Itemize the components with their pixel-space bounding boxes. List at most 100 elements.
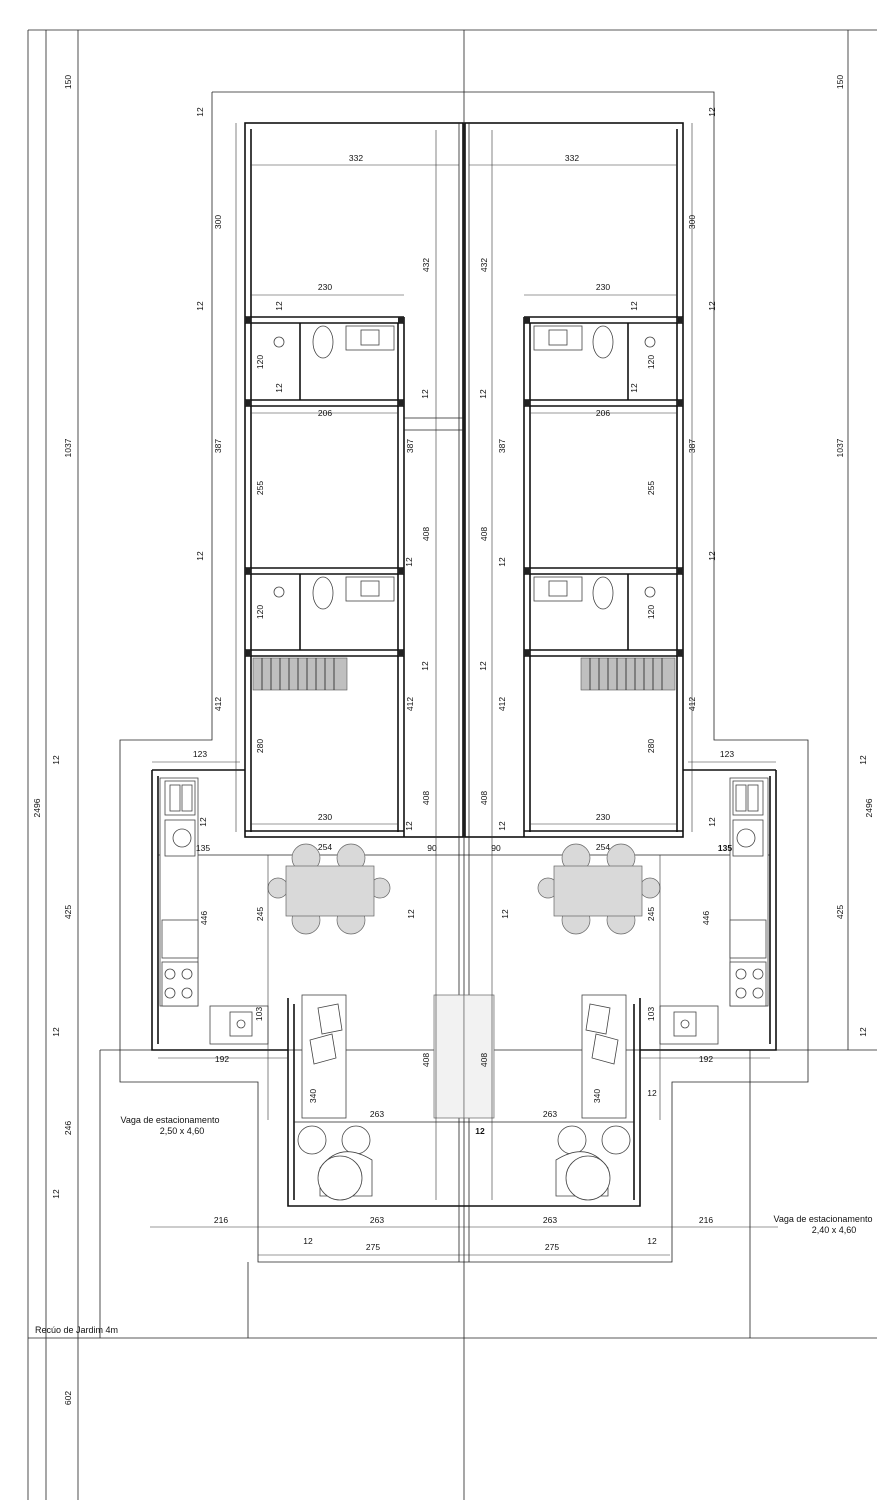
dim-432-right: 432: [479, 258, 489, 272]
setback-label: Recúo de Jardim 4m: [35, 1325, 118, 1335]
dim-120-a: 120: [255, 355, 265, 369]
dim-192-left: 192: [215, 1054, 229, 1064]
dim-123-right: 123: [720, 749, 734, 759]
dim-340-right: 340: [592, 1089, 602, 1103]
dim-12-j: 12: [707, 301, 717, 311]
dim-12-l: 12: [274, 301, 284, 311]
dim-150-left: 150: [63, 75, 73, 89]
parking-right-title: Vaga de estacionamento: [774, 1214, 873, 1224]
dim-135-left: 135: [196, 843, 210, 853]
dim-280-left: 280: [255, 739, 265, 753]
dim-412-d: 412: [687, 697, 697, 711]
parking-right-size: 2,40 x 4,60: [812, 1225, 857, 1235]
dim-12-ae: 12: [647, 1236, 657, 1246]
dim-332-right: 332: [565, 153, 579, 163]
dim-120-c: 120: [255, 605, 265, 619]
dim-135-right: 135: [718, 843, 732, 853]
dim-387-d: 387: [687, 439, 697, 453]
dim-12-c: 12: [51, 1189, 61, 1199]
dim-12-f: 12: [195, 107, 205, 117]
dim-408-e: 408: [421, 1053, 431, 1067]
left-dining-table: [267, 843, 391, 935]
dim-90-left: 90: [427, 843, 437, 853]
dim-216-right: 216: [699, 1215, 713, 1225]
dim-90-right: 90: [491, 843, 501, 853]
dim-12-v: 12: [198, 817, 208, 827]
dimension-lines: [150, 123, 778, 1256]
dim-425-left: 425: [63, 905, 73, 919]
dim-12-i: 12: [707, 107, 717, 117]
dim-602: 602: [63, 1391, 73, 1405]
parking-left-title: Vaga de estacionamento: [121, 1115, 220, 1125]
parking-left-size: 2,50 x 4,60: [160, 1126, 205, 1136]
right-staircase: [580, 657, 676, 691]
dim-12-o: 12: [629, 383, 639, 393]
dim-412-b: 412: [405, 697, 415, 711]
right-unit-walls: [464, 122, 684, 838]
dim-387-c: 387: [497, 439, 507, 453]
dim-230-upper-right: 230: [596, 282, 610, 292]
dim-280-right: 280: [646, 739, 656, 753]
dim-412-a: 412: [213, 697, 223, 711]
dim-408-b: 408: [479, 527, 489, 541]
right-dining-table: [537, 843, 661, 935]
dim-12-z: 12: [406, 909, 416, 919]
dim-332-left: 332: [349, 153, 363, 163]
dim-300-right: 300: [687, 215, 697, 229]
dim-263-c: 263: [370, 1215, 384, 1225]
dim-120-d: 120: [646, 605, 656, 619]
dim-12-a: 12: [51, 755, 61, 765]
dim-103-right: 103: [646, 1007, 656, 1021]
dim-245-right: 245: [646, 907, 656, 921]
dim-206-left: 206: [318, 408, 332, 418]
dim-150-right: 150: [835, 75, 845, 89]
dim-254-left: 254: [318, 842, 332, 852]
dim-230-lower-right: 230: [596, 812, 610, 822]
dim-263-d: 263: [543, 1215, 557, 1225]
dim-263-b: 263: [543, 1109, 557, 1119]
dim-12-ad: 12: [303, 1236, 313, 1246]
dim-12-b: 12: [51, 1027, 61, 1037]
dim-12-g: 12: [195, 301, 205, 311]
dim-12-m: 12: [274, 383, 284, 393]
dim-12-aa: 12: [500, 909, 510, 919]
dim-446-left: 446: [199, 911, 209, 925]
dim-255-right: 255: [646, 481, 656, 495]
dim-300-left: 300: [213, 215, 223, 229]
lot-boundary: [27, 29, 877, 1500]
dim-12-n: 12: [629, 301, 639, 311]
dim-192-right: 192: [699, 1054, 713, 1064]
dim-216-left: 216: [214, 1215, 228, 1225]
dim-246: 246: [63, 1121, 73, 1135]
dim-432-left: 432: [421, 258, 431, 272]
dim-2496-left: 2496: [32, 798, 42, 817]
dimension-labels: 150 150 1037 1037 2496 2496 425 425 246 …: [32, 75, 874, 1405]
dim-408-d: 408: [479, 791, 489, 805]
dim-12-q: 12: [478, 389, 488, 399]
dim-230-upper-left: 230: [318, 282, 332, 292]
dim-387-b: 387: [405, 439, 415, 453]
left-kitchen: [159, 777, 269, 1045]
dim-12-e: 12: [858, 1027, 868, 1037]
dim-408-f: 408: [479, 1053, 489, 1067]
dim-275-left: 275: [366, 1242, 380, 1252]
dim-12-ac: 12: [475, 1126, 485, 1136]
dim-103-left: 103: [254, 1007, 264, 1021]
dim-408-a: 408: [421, 527, 431, 541]
dim-1037-right: 1037: [835, 438, 845, 457]
dim-12-t: 12: [420, 661, 430, 671]
dim-254-right: 254: [596, 842, 610, 852]
dim-206-right: 206: [596, 408, 610, 418]
dim-120-b: 120: [646, 355, 656, 369]
dim-263-a: 263: [370, 1109, 384, 1119]
dim-12-y: 12: [497, 821, 507, 831]
annotation-labels: Vaga de estacionamento 2,50 x 4,60 Vaga …: [35, 1115, 872, 1335]
right-kitchen: [659, 777, 769, 1045]
dim-12-h: 12: [195, 551, 205, 561]
dim-123-left: 123: [193, 749, 207, 759]
structural-pillars: [245, 317, 683, 656]
left-staircase: [252, 657, 348, 691]
dim-12-d: 12: [858, 755, 868, 765]
dim-255-left: 255: [255, 481, 265, 495]
